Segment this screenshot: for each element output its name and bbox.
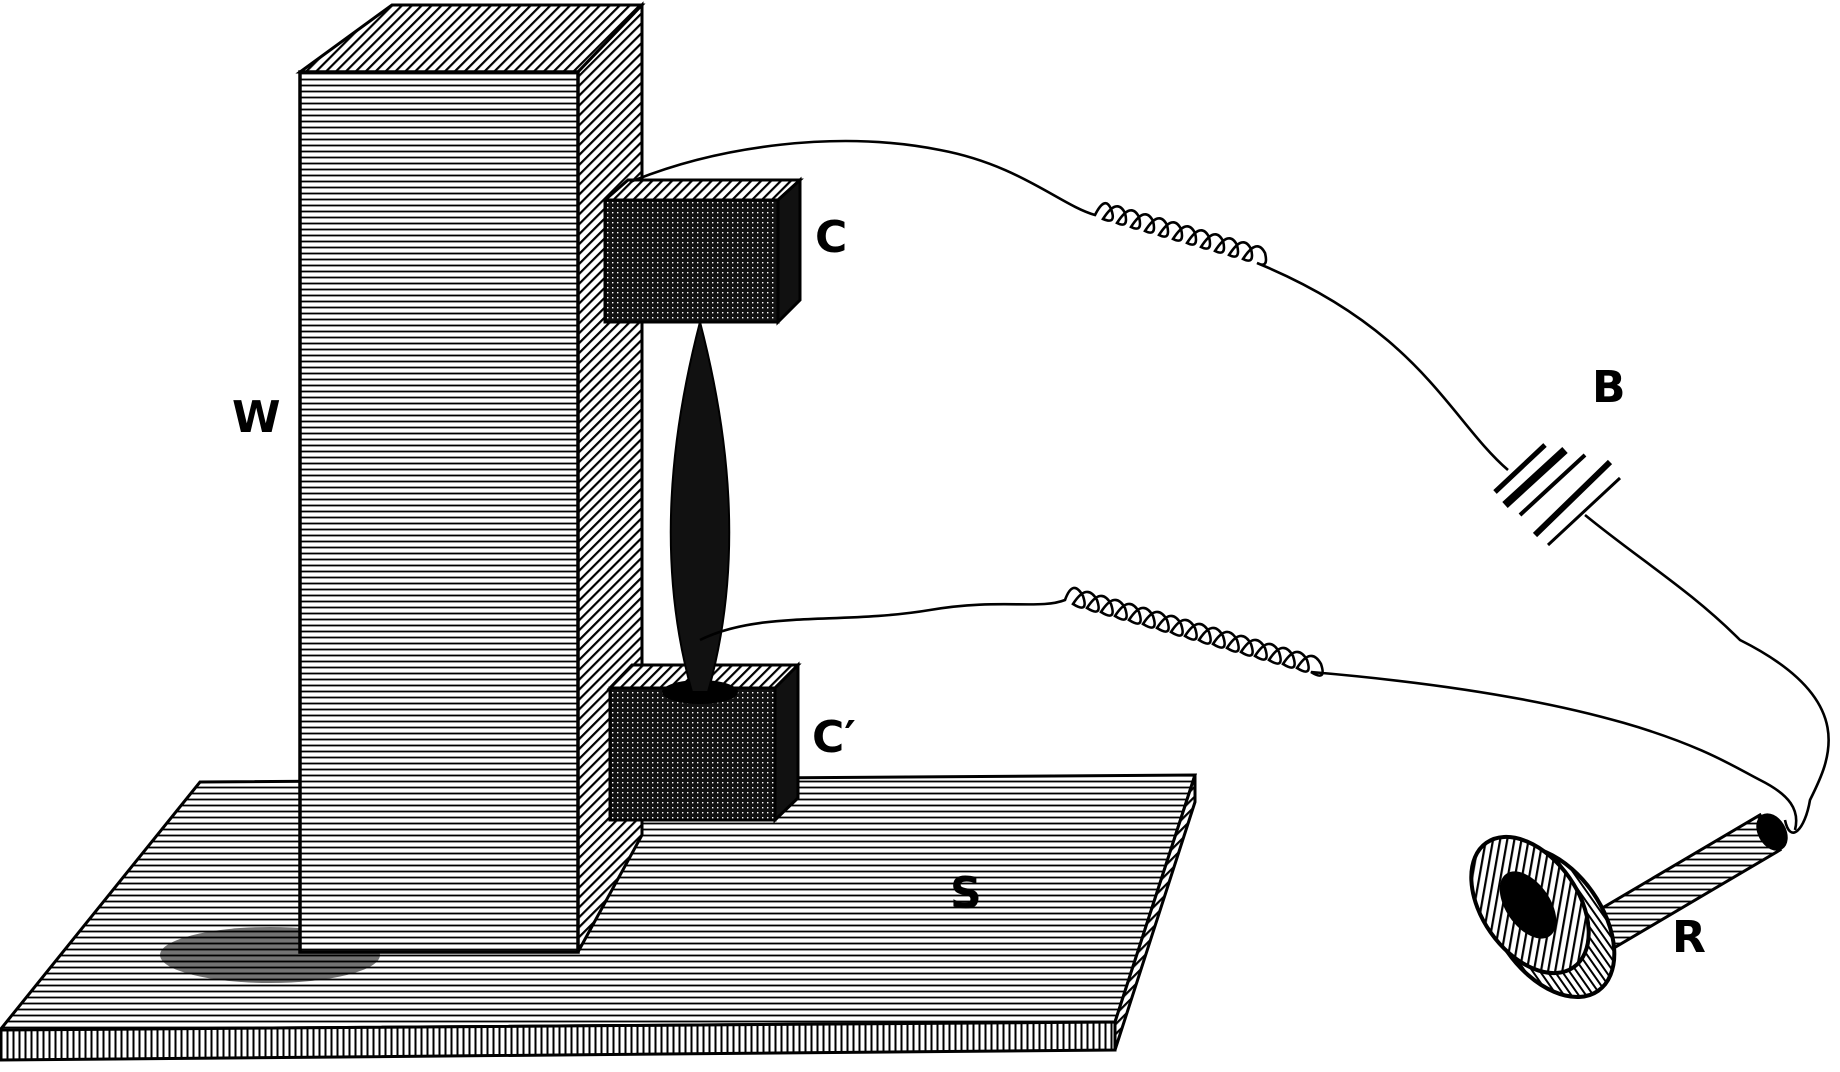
label-c-prime: C′ [812,712,856,763]
label-c: C [815,212,847,263]
carbon-pencil [669,318,731,693]
lower-carbon-block [606,661,802,824]
label-s: S [950,868,982,919]
label-w: W [232,392,281,443]
label-b: B [1592,362,1626,413]
lower-wire-coil [699,586,1798,831]
upper-carbon-block [600,176,804,326]
upper-wire-coil [629,139,1509,471]
label-r: R [1672,912,1706,963]
wooden-upright [295,1,646,954]
battery-cell [1493,443,1622,547]
telephone-receiver [1469,812,1788,999]
battery-to-receiver-wire [1584,513,1830,834]
